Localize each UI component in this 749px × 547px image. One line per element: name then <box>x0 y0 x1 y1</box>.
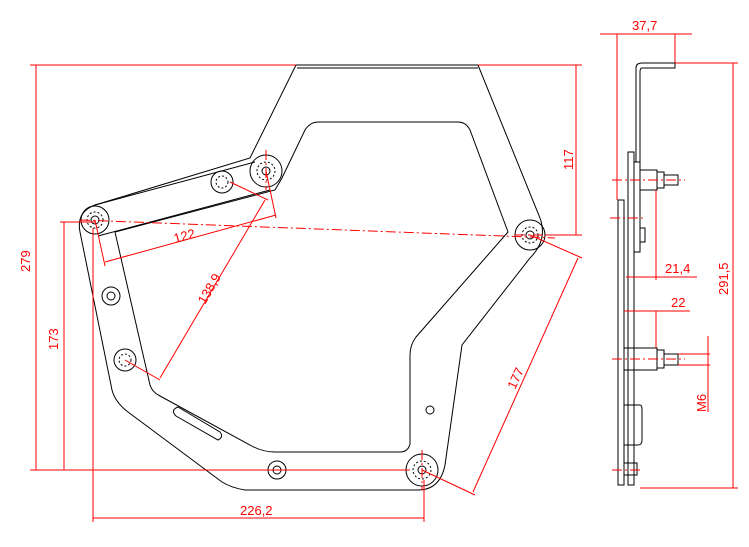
pivot-mid <box>210 170 234 194</box>
side-center-lines <box>610 179 685 471</box>
side-plates <box>617 151 641 486</box>
link-bar <box>94 67 478 237</box>
side-dimensions: 37,7 291,5 21,4 22 M6 <box>600 18 738 489</box>
lower-block <box>623 404 643 476</box>
hole-a <box>101 286 121 306</box>
pivot-left-bore <box>90 215 100 225</box>
side-view: 37,7 291,5 21,4 22 M6 <box>600 18 738 489</box>
dim-117-lines <box>478 64 582 236</box>
plate-inner-cutout <box>114 121 509 453</box>
pivot-bottom-inner <box>412 460 432 480</box>
dim-138-9-lines <box>124 181 269 381</box>
dim-m6-label: M6 <box>694 394 709 412</box>
dim-122-lines <box>94 170 277 267</box>
front-view: 279 173 117 122 138,9 177 226,2 <box>18 64 583 522</box>
center-lines <box>79 150 556 490</box>
pivot-mid-inner <box>215 175 229 189</box>
hole-small <box>425 405 435 415</box>
dim-m6-lines <box>678 336 710 412</box>
dim-226-2-label: 226,2 <box>240 503 273 518</box>
dim-226-2-lines <box>92 228 425 522</box>
dim-21-4-lines <box>626 190 697 280</box>
pivot-top-inner <box>256 161 276 181</box>
plate-outline <box>78 64 543 491</box>
bracket-top <box>635 62 676 162</box>
pivot-holes <box>80 154 546 487</box>
slot <box>172 406 223 441</box>
front-dimensions: 279 173 117 122 138,9 177 226,2 <box>18 64 583 522</box>
dim-117-label: 117 <box>561 149 576 170</box>
dim-291-5-lines <box>640 62 738 489</box>
hole-a-bore <box>106 291 116 301</box>
dim-173-lines <box>60 221 95 470</box>
upper-stud <box>639 169 679 243</box>
dim-21-4-label: 21,4 <box>665 261 690 276</box>
dim-22-lines <box>624 310 690 348</box>
dim-177-label: 177 <box>504 365 527 391</box>
dim-279-label: 279 <box>18 250 33 272</box>
dim-37-7-lines <box>600 33 692 200</box>
dim-291-5-label: 291,5 <box>716 262 731 295</box>
dim-138-9-label: 138,9 <box>195 271 224 307</box>
dim-37-7-label: 37,7 <box>632 18 657 33</box>
dim-22-label: 22 <box>671 295 685 310</box>
pivot-lower-left-inner <box>118 353 132 367</box>
dim-122-label: 122 <box>172 226 197 246</box>
pivot-lower-left <box>113 348 137 372</box>
dim-177-lines <box>421 234 583 496</box>
dim-173-label: 173 <box>46 328 61 350</box>
